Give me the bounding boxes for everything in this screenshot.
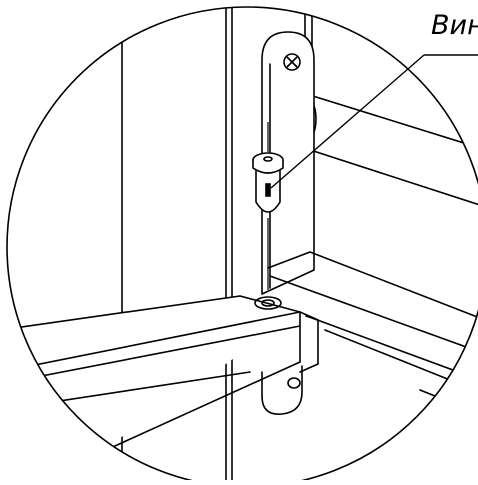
rail-screw-hole — [254, 296, 282, 310]
screw-socket — [263, 156, 273, 162]
screw — [252, 122, 284, 290]
lower-bracket-tab — [261, 365, 303, 415]
screw-callout-label: Вин — [431, 10, 478, 41]
magnifier-outline — [6, 6, 478, 485]
callout-leader — [270, 54, 478, 189]
mounting-bracket — [261, 31, 315, 295]
horizontal-rail — [7, 295, 319, 481]
screw-thread-mark — [265, 183, 271, 197]
